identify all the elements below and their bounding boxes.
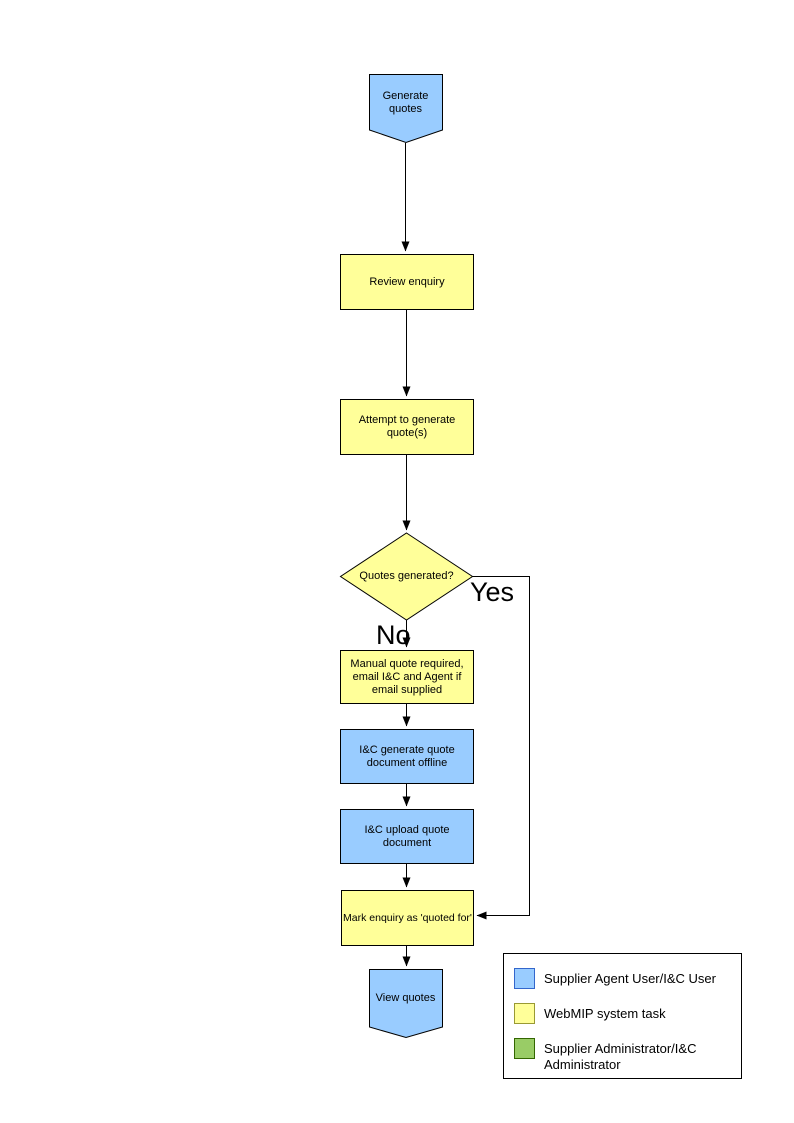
legend-item-supplier-administrator: Supplier Administrator/I&C Administrator <box>514 1038 734 1073</box>
legend: Supplier Agent User/I&C User WebMIP syst… <box>503 953 742 1079</box>
legend-label: WebMIP system task <box>544 1006 666 1021</box>
branch-label-no: No <box>376 620 411 650</box>
node-ic-upload-quote-document: I&C upload quote document <box>340 809 474 864</box>
legend-swatch-green <box>514 1038 535 1059</box>
node-mark-enquiry-quoted-for: Mark enquiry as 'quoted for' <box>341 890 474 946</box>
node-review-enquiry: Review enquiry <box>340 254 474 310</box>
node-ic-generate-quote-offline: I&C generate quote document offline <box>340 729 474 784</box>
end-terminator-shape <box>369 969 443 1039</box>
legend-label: Supplier Administrator/I&C Administrator <box>544 1041 697 1072</box>
node-manual-quote-required: Manual quote required, email I&C and Age… <box>340 650 474 704</box>
legend-item-supplier-agent-user: Supplier Agent User/I&C User <box>514 968 734 989</box>
node-attempt-generate-quotes: Attempt to generate quote(s) <box>340 399 474 455</box>
branch-label-yes: Yes <box>470 577 515 607</box>
decision-diamond-shape <box>339 532 474 621</box>
legend-swatch-yellow <box>514 1003 535 1024</box>
legend-label: Supplier Agent User/I&C User <box>544 971 716 986</box>
legend-item-webmip-system-task: WebMIP system task <box>514 1003 734 1024</box>
start-terminator-shape <box>369 74 443 144</box>
edge-decision-yes-to-mark <box>472 576 530 920</box>
legend-swatch-blue <box>514 968 535 989</box>
